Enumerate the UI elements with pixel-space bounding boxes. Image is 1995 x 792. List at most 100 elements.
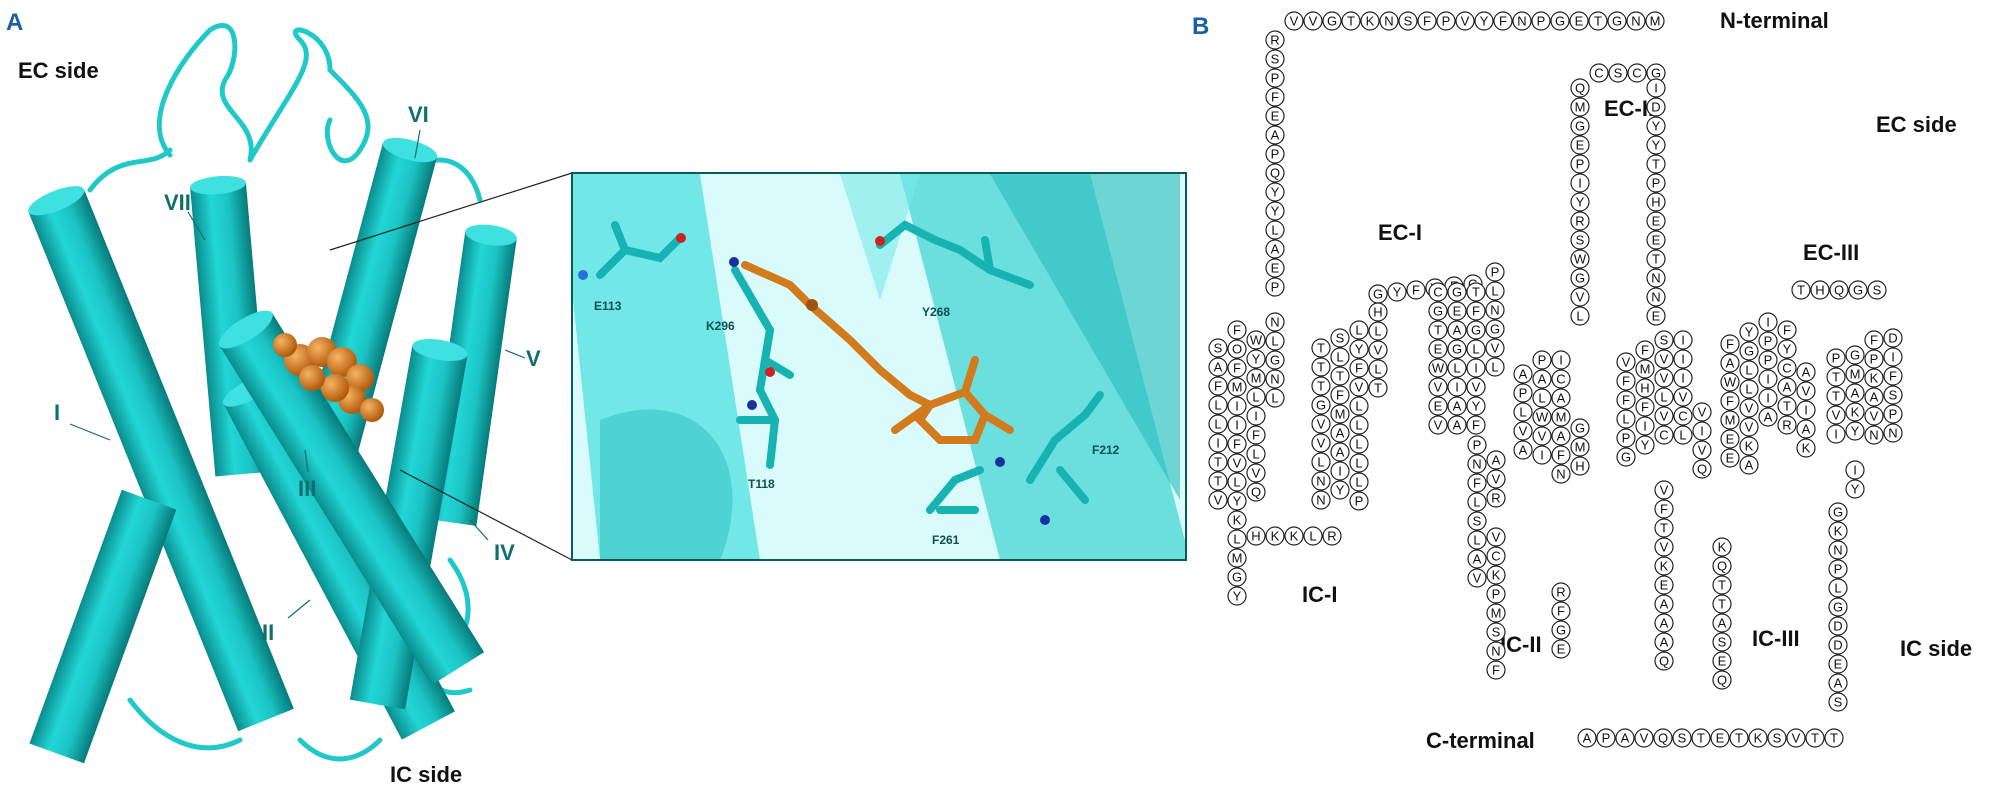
residue-letter: A — [1802, 422, 1811, 437]
residue-bead: I — [1826, 424, 1846, 444]
residue-bead-circle — [1447, 339, 1467, 359]
loop-label-ic1: IC-I — [1302, 582, 1337, 607]
residue-bead: V — [1284, 11, 1304, 31]
residue-bead-circle — [1607, 11, 1627, 31]
residue-letter: I — [1578, 176, 1582, 191]
residue-bead-circle — [1828, 559, 1848, 579]
residue-bead: L — [1311, 452, 1331, 472]
residue-bead-circle — [1246, 526, 1266, 546]
residue-bead: A — [1532, 369, 1552, 389]
residue-letter: T — [1434, 323, 1442, 338]
residue-letter: A — [1557, 391, 1566, 406]
residue-bead-circle — [1635, 435, 1655, 455]
residue-bead: S — [1867, 280, 1887, 300]
residue-bead: C — [1551, 369, 1571, 389]
residue-letter: S — [1660, 333, 1669, 348]
residue-letter: H — [1815, 283, 1824, 298]
residue-bead: P — [1349, 491, 1369, 511]
residue-bead-circle — [1654, 499, 1674, 519]
residue-bead: N — [1626, 11, 1646, 31]
residue-bead-circle — [1645, 11, 1665, 31]
residue-letter: F — [1622, 374, 1630, 389]
residue-bead: N — [1311, 471, 1331, 491]
residue-bead-circle — [1692, 421, 1712, 441]
residue-bead: N — [1265, 312, 1285, 332]
residue-bead-circle — [1654, 406, 1674, 426]
residue-bead: P — [1646, 173, 1666, 193]
residue-bead: I — [1883, 347, 1903, 367]
residue-letter: E — [1575, 14, 1584, 29]
residue-bead-circle — [1616, 428, 1636, 448]
residue-bead: L — [1208, 414, 1228, 434]
residue-bead-circle — [1796, 400, 1816, 420]
residue-bead-circle — [1828, 502, 1848, 522]
residue-bead-circle — [1712, 537, 1732, 557]
residue-letter: I — [1643, 419, 1647, 434]
residue-letter: C — [1782, 361, 1791, 376]
residue-bead-circle — [1796, 438, 1816, 458]
residue-letter: P — [1538, 353, 1547, 368]
residue-bead-circle — [1265, 388, 1285, 408]
residue-bead-circle — [1635, 378, 1655, 398]
residue-letter: C — [1632, 66, 1641, 81]
residue-bead-circle — [1570, 173, 1590, 193]
residue-bead: P — [1826, 348, 1846, 368]
n-terminal-label: N-terminal — [1720, 8, 1829, 33]
residue-bead-circle — [1654, 556, 1674, 576]
residue-letter: L — [1271, 223, 1278, 238]
residue-bead: A — [1654, 632, 1674, 652]
residue-bead-circle — [1532, 388, 1552, 408]
residue-bead-circle — [1588, 11, 1608, 31]
residue-bead-circle — [1227, 434, 1247, 454]
residue-letter: L — [1214, 417, 1221, 432]
residue-bead-circle — [1467, 435, 1487, 455]
residue-letter: Q — [1659, 654, 1669, 669]
residue-bead-circle — [1447, 301, 1467, 321]
residue-bead: V — [1368, 340, 1388, 360]
residue-bead-circle — [1634, 728, 1654, 748]
residue-bead: Y — [1570, 192, 1590, 212]
residue-bead-circle — [1758, 331, 1778, 351]
residue-bead: N — [1265, 369, 1285, 389]
residue-letter: L — [1491, 360, 1498, 375]
residue-bead: P — [1616, 428, 1636, 448]
residue-bead-circle — [1485, 357, 1505, 377]
residue-bead: K — [1227, 510, 1247, 530]
residue-letter: F — [1783, 323, 1791, 338]
residue-bead: E — [1646, 211, 1666, 231]
residue-bead-circle — [1227, 510, 1247, 530]
residue-bead: S — [1467, 511, 1487, 531]
residue-letter: Y — [1652, 119, 1661, 134]
residue-bead-circle — [1486, 603, 1506, 623]
residue-letter: D — [1888, 331, 1897, 346]
residue-bead: Q — [1246, 482, 1266, 502]
residue-bead-circle — [1673, 349, 1693, 369]
helix-labels: I II III IV V VI VII — [54, 102, 541, 645]
residue-bead-circle — [1428, 301, 1448, 321]
residue-letter: Q — [1658, 731, 1668, 746]
residue-bead: S — [1398, 11, 1418, 31]
residue-bead-circle — [1635, 340, 1655, 360]
residue-bead-circle — [1828, 521, 1848, 541]
residue-bead: L — [1246, 387, 1266, 407]
residue-letter: F — [1271, 90, 1279, 105]
residue-letter: T — [1718, 597, 1726, 612]
residue-letter: W — [1250, 333, 1263, 348]
residue-bead-circle — [1265, 68, 1285, 88]
residue-bead: V — [1466, 377, 1486, 397]
residue-bead: Y — [1466, 396, 1486, 416]
residue-bead-circle — [1330, 480, 1350, 500]
residue-letter: Q — [1697, 462, 1707, 477]
residue-bead-circle — [1654, 594, 1674, 614]
ec-side-label-a: EC side — [18, 58, 99, 83]
residue-letter: F — [1412, 283, 1420, 298]
loop-label-ec1: EC-I — [1378, 220, 1422, 245]
residue-bead-circle — [1455, 11, 1475, 31]
residue-bead-circle — [1646, 287, 1666, 307]
residue-bead-circle — [1227, 396, 1247, 416]
residue-letter: Y — [1480, 14, 1489, 29]
residue-letter: H — [1251, 529, 1260, 544]
residue-bead-circle — [1208, 471, 1228, 491]
loop-label-ic3: IC-III — [1752, 626, 1800, 651]
residue-bead: F — [1466, 415, 1486, 435]
